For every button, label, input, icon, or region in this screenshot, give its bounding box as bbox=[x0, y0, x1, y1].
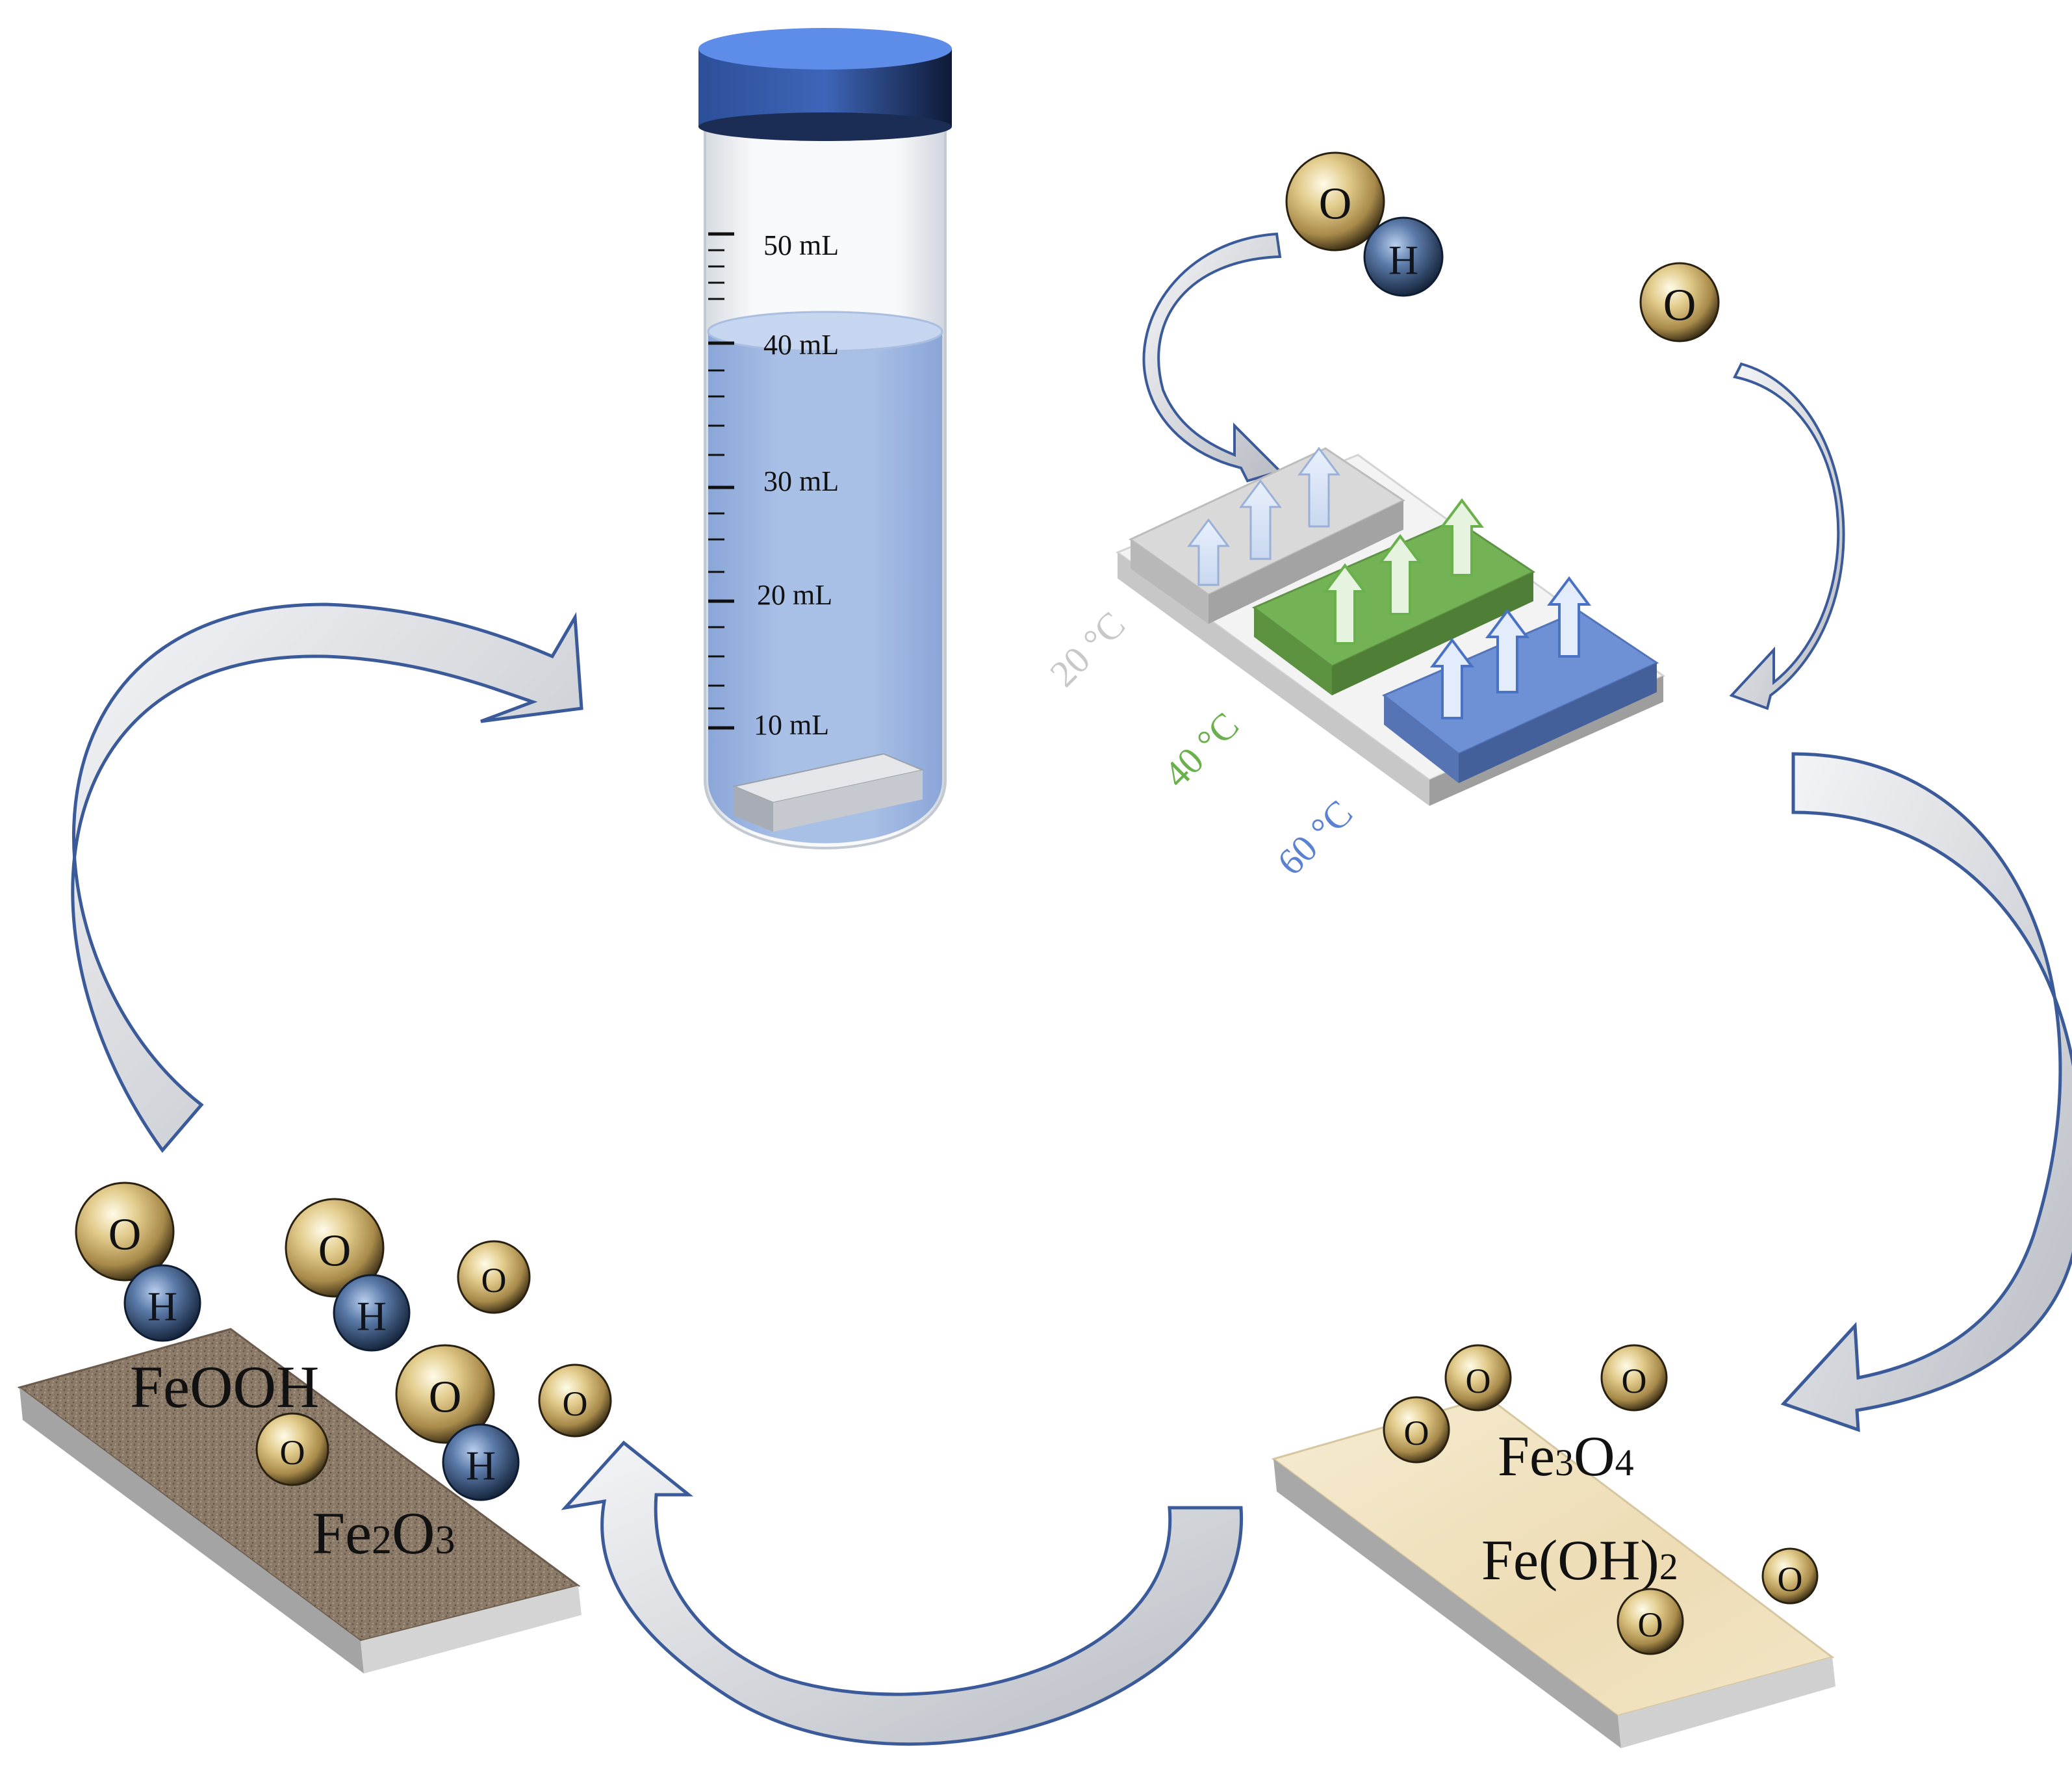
o-to-plate-arrow bbox=[1729, 362, 1845, 710]
hydroxide-left-1: O H bbox=[75, 1181, 201, 1342]
hydroxide-left-3: O H bbox=[395, 1344, 520, 1501]
svg-text:H: H bbox=[147, 1284, 177, 1330]
cycle-arrow-top-left bbox=[71, 602, 583, 1154]
label-fe3o4: Fe3O4 bbox=[1498, 1425, 1634, 1488]
svg-text:H: H bbox=[466, 1443, 496, 1489]
svg-text:O: O bbox=[1663, 281, 1696, 331]
label-feoh2: Fe(OH)2 bbox=[1481, 1529, 1678, 1592]
oxygen-right-2: O bbox=[1444, 1344, 1512, 1412]
tick-label-10: 10 mL bbox=[754, 709, 829, 741]
heat-arrows-60c bbox=[1430, 576, 1591, 719]
hydroxide-left-2: O H bbox=[285, 1198, 411, 1352]
heat-arrows-40c bbox=[1323, 498, 1484, 645]
cycle-arrow-right bbox=[1780, 752, 2072, 1432]
svg-text:O: O bbox=[1622, 1362, 1647, 1401]
svg-text:O: O bbox=[280, 1433, 305, 1472]
oxygen-right-5: O bbox=[1617, 1588, 1684, 1655]
temp-label-60: 60 °C bbox=[1269, 792, 1361, 883]
svg-text:H: H bbox=[1388, 237, 1418, 283]
temperature-plate: 20 °C 40 °C 60 °C bbox=[1042, 446, 1665, 883]
tube-specimen bbox=[732, 753, 925, 832]
svg-text:O: O bbox=[481, 1261, 507, 1300]
svg-text:O: O bbox=[429, 1373, 462, 1423]
tube-ticks bbox=[708, 232, 734, 730]
label-fe2o3: Fe2O3 bbox=[312, 1500, 455, 1566]
tube-cap bbox=[698, 28, 952, 141]
temp-label-20: 20 °C bbox=[1042, 603, 1133, 695]
tick-label-20: 20 mL bbox=[757, 579, 832, 611]
svg-text:H: H bbox=[357, 1293, 387, 1339]
oxygen-left-1: O bbox=[457, 1240, 531, 1314]
oxygen-left-3: O bbox=[255, 1412, 329, 1486]
svg-text:O: O bbox=[1319, 179, 1352, 229]
svg-text:O: O bbox=[1466, 1362, 1491, 1401]
label-feooh: FeOOH bbox=[130, 1354, 319, 1420]
test-tube: 50 mL 40 mL 30 mL 20 mL 10 mL bbox=[698, 28, 952, 849]
temp-label-40: 40 °C bbox=[1155, 704, 1247, 795]
oxygen-right-4: O bbox=[1761, 1547, 1819, 1605]
svg-text:O: O bbox=[1638, 1605, 1663, 1644]
svg-text:O: O bbox=[563, 1384, 588, 1423]
tick-label-50: 50 mL bbox=[763, 229, 839, 261]
heat-arrows-20c bbox=[1187, 446, 1340, 586]
cycle-arrow-bottom bbox=[561, 1440, 1243, 1746]
substrate-right: Fe3O4 Fe(OH)2 bbox=[1271, 1396, 1835, 1748]
svg-text:O: O bbox=[109, 1210, 142, 1260]
oxygen-right-3: O bbox=[1600, 1344, 1668, 1412]
substrate-left: FeOOH Fe2O3 bbox=[17, 1328, 582, 1673]
tick-label-30: 30 mL bbox=[763, 465, 839, 497]
oxygen-top: O bbox=[1639, 262, 1720, 342]
tick-label-40: 40 mL bbox=[763, 329, 839, 361]
oh-to-plate-arrow bbox=[1142, 232, 1283, 483]
hydroxide-top: O H bbox=[1285, 151, 1444, 297]
svg-text:O: O bbox=[318, 1226, 352, 1276]
tube-liquid bbox=[708, 331, 942, 844]
svg-text:O: O bbox=[1778, 1560, 1803, 1599]
oxygen-left-2: O bbox=[538, 1363, 612, 1438]
oxygen-right-1: O bbox=[1383, 1396, 1450, 1464]
svg-text:O: O bbox=[1404, 1414, 1429, 1453]
